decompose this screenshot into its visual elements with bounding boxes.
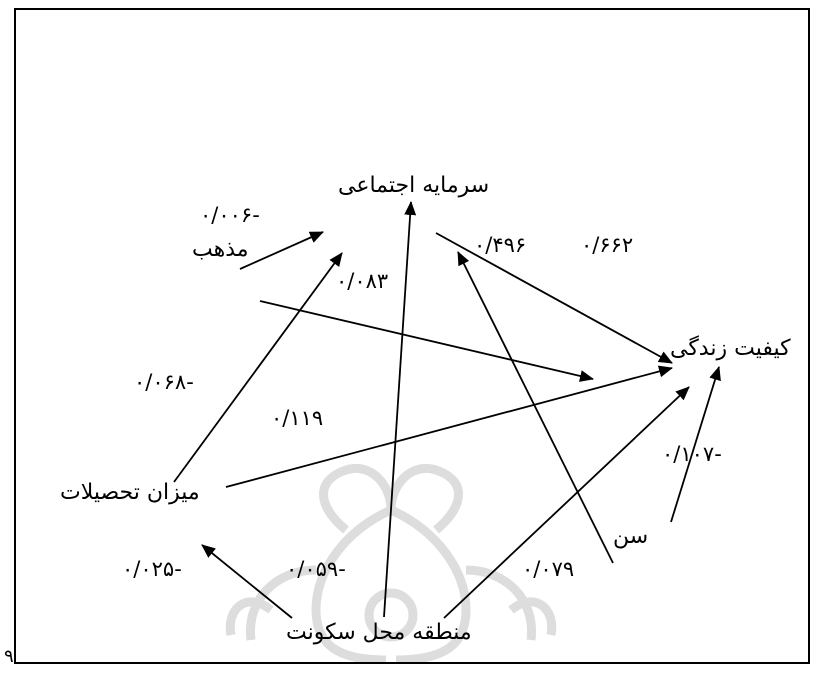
arrow-residence-to-social	[383, 201, 417, 618]
arrow-residence-to-quality	[443, 386, 690, 619]
arrow-religion-to-social	[239, 231, 324, 270]
coef-age-to-quality: -۰/۱۰۷	[662, 442, 722, 466]
arrow-age-to-quality	[670, 366, 721, 523]
page-number: ۹	[4, 646, 14, 667]
node-religion: مذهب	[192, 237, 249, 262]
coef-residence-to-education: -۰/۰۲۵	[122, 557, 182, 581]
arrow-social-to-quality	[435, 232, 673, 364]
arrow-residence-to-education	[201, 544, 293, 619]
node-social-capital: سرمایه اجتماعی	[338, 173, 490, 198]
coef-religion-to-quality: -۰/۰۶۸	[134, 370, 194, 394]
coef-education-to-social: ۰/۰۸۳	[336, 269, 389, 293]
arrow-religion-to-quality	[259, 300, 594, 382]
arrow-education-to-quality	[225, 365, 673, 488]
arrow-age-to-social	[457, 251, 614, 564]
coef-religion-to-social: -۰/۰۰۶	[200, 203, 260, 227]
coef-social-to-quality: ۰/۶۶۲	[581, 233, 634, 257]
arrow-education-to-social	[173, 252, 343, 483]
node-quality-of-life: کیفیت زندگی	[670, 336, 791, 361]
rosette-watermark-icon	[225, 464, 557, 662]
coef-age-to-social: ۰/۴۹۶	[474, 233, 527, 257]
diagram-frame: سرمایه اجتماعی مذهب کیفیت زندگی میزان تح…	[14, 8, 810, 664]
coef-residence-to-quality: ۰/۰۷۹	[522, 557, 575, 581]
node-education: میزان تحصیلات	[60, 480, 200, 505]
path-arrows	[173, 201, 721, 619]
coef-education-to-quality: ۰/۱۱۹	[271, 406, 324, 430]
node-residence-area: منطقه محل سکونت	[286, 620, 472, 645]
coef-residence-to-social: -۰/۰۵۹	[286, 557, 346, 581]
node-age: سن	[613, 524, 649, 549]
